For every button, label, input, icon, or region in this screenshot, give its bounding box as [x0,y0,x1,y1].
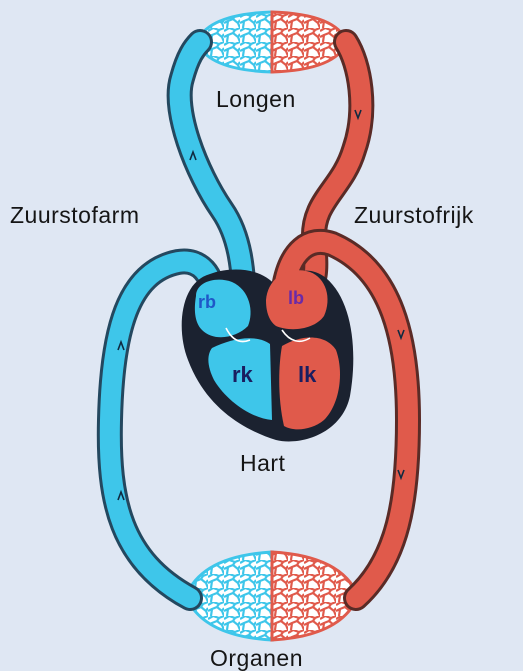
left-atrium-label: lb [288,288,304,309]
organ-capillaries [186,552,358,640]
lungs-label: Longen [216,86,296,113]
oxygen-poor-label: Zuurstofarm [10,202,139,229]
right-ventricle-label: rk [232,362,253,388]
right-atrium-label: rb [198,292,216,313]
organs-label: Organen [210,645,303,671]
lung-capillaries [197,12,347,72]
left-ventricle-label: lk [298,362,316,388]
oxygen-rich-label: Zuurstofrijk [354,202,474,229]
heart-label: Hart [240,450,285,477]
